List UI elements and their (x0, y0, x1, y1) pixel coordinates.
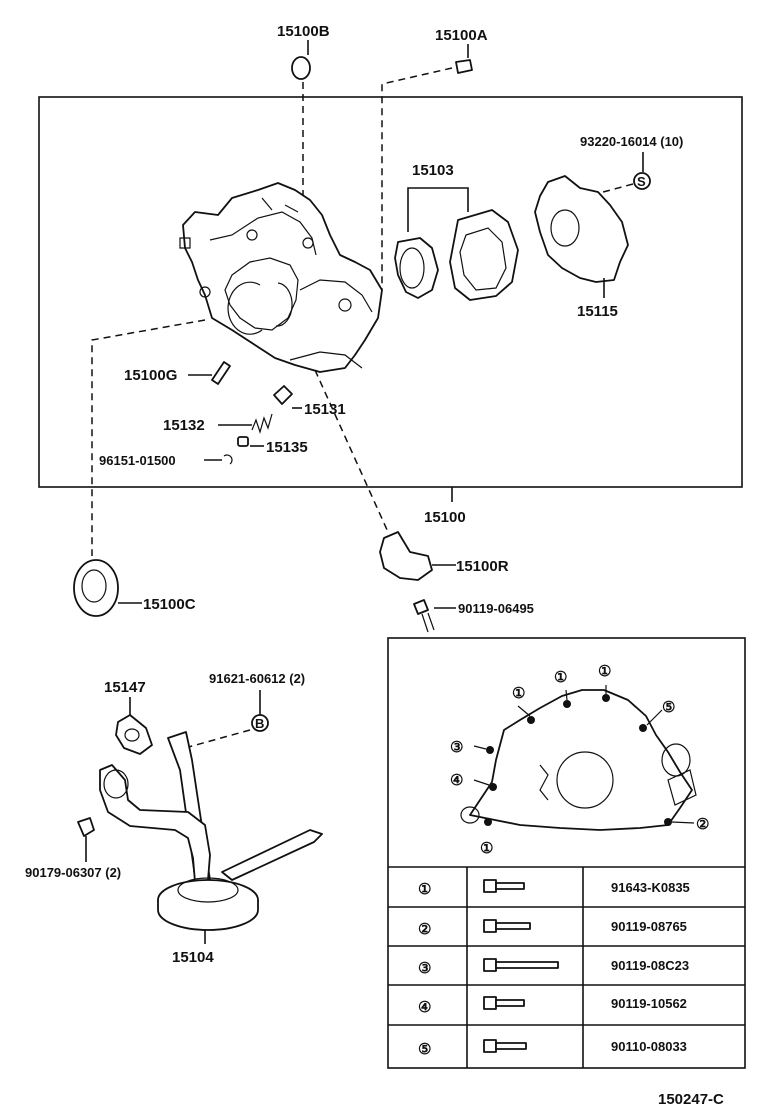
bolt-marker-2: ② (696, 816, 709, 833)
oil-pump-assembly-frame (38, 96, 743, 488)
label-15100G: 15100G (124, 367, 177, 384)
label-15100: 15100 (424, 509, 466, 526)
label-15147: 15147 (104, 679, 146, 696)
bolt-table-part-4: 90119-10562 (611, 996, 687, 1011)
bolt-table (388, 866, 745, 1068)
bolt-marker-4: ④ (450, 772, 463, 789)
bolt-marker-b: B (255, 716, 264, 731)
label-93220-16014: 93220-16014 (10) (580, 134, 683, 149)
bolt-table-part-1: 91643-K0835 (611, 880, 690, 895)
bolt-table-row-4: ④ 90119-10562 (418, 996, 687, 1016)
part-15100C[interactable]: 15100C (73, 559, 196, 617)
part-15131[interactable]: 15131 (273, 385, 346, 418)
part-15100A[interactable]: 15100A (381, 27, 488, 290)
part-96151-01500[interactable]: 96151-01500 (99, 453, 233, 468)
label-91621-60612: 91621-60612 (2) (209, 671, 305, 686)
bolt-marker-5: ⑤ (662, 699, 675, 716)
label-15115: 15115 (577, 303, 618, 320)
label-15100R: 15100R (456, 558, 509, 575)
part-90179-06307[interactable]: 90179-06307 (2) (25, 817, 121, 880)
part-15104[interactable]: 15104 (99, 731, 323, 966)
part-15103[interactable]: 15103 (394, 162, 519, 301)
bolt-table-part-5: 90110-08033 (611, 1039, 687, 1054)
bolt-marker-1-b: ① (554, 669, 567, 686)
part-15132[interactable]: 15132 (163, 413, 273, 435)
bolt-location-diagram (460, 689, 697, 831)
bolt-table-row-1: ① 91643-K0835 (418, 879, 690, 898)
bolt-table-row-5: ⑤ 90110-08033 (418, 1039, 687, 1058)
label-15103: 15103 (412, 162, 454, 179)
figure-id: 150247-C (658, 1091, 724, 1108)
oil-pump-housing[interactable] (179, 182, 383, 373)
part-15115[interactable]: 15115 (534, 175, 629, 320)
label-15100B: 15100B (277, 23, 330, 40)
bolt-table-row-2: ② 90119-08765 (418, 919, 687, 938)
label-15100C: 15100C (143, 596, 196, 613)
label-96151-01500: 96151-01500 (99, 453, 176, 468)
label-15135: 15135 (266, 439, 308, 456)
label-90179-06307: 90179-06307 (2) (25, 865, 121, 880)
bolt-marker-1-a: ① (512, 685, 525, 702)
bolt-table-key-2: ② (418, 921, 431, 938)
bolt-marker-3: ③ (450, 739, 463, 756)
part-91621-60612[interactable]: 91621-60612 (2) B (184, 671, 305, 749)
bolt-table-part-3: 90119-08C23 (611, 958, 689, 973)
part-15100B[interactable]: 15100B (277, 23, 330, 200)
bolt-holes (484, 694, 672, 826)
screw-marker-s: S (637, 174, 646, 189)
bolt-location-panel (387, 637, 746, 1069)
label-15132: 15132 (163, 417, 205, 434)
part-15100G[interactable]: 15100G (124, 361, 231, 385)
part-93220-16014[interactable]: 93220-16014 (10) S (580, 134, 683, 196)
part-15100[interactable]: 15100 (424, 487, 466, 526)
bolt-table-row-3: ③ 90119-08C23 (418, 958, 689, 977)
bolt-table-key-1: ① (418, 881, 431, 898)
label-90119-06495: 90119-06495 (458, 601, 534, 616)
bolt-table-key-5: ⑤ (418, 1041, 431, 1058)
bolt-marker-leaders (473, 685, 695, 824)
label-15100A: 15100A (435, 27, 488, 44)
part-90119-06495[interactable]: 90119-06495 (413, 599, 534, 633)
bolt-table-key-4: ④ (418, 999, 431, 1016)
bolt-marker-1-c: ① (598, 663, 611, 680)
label-15131: 15131 (304, 401, 346, 418)
part-15147[interactable]: 15147 (104, 679, 153, 755)
part-15135[interactable]: 15135 (237, 436, 308, 456)
bolt-table-part-2: 90119-08765 (611, 919, 687, 934)
part-15100R[interactable]: 15100R (379, 531, 509, 581)
label-15104: 15104 (172, 949, 214, 966)
bolt-table-key-3: ③ (418, 960, 431, 977)
bolt-marker-1-d: ① (480, 840, 493, 857)
